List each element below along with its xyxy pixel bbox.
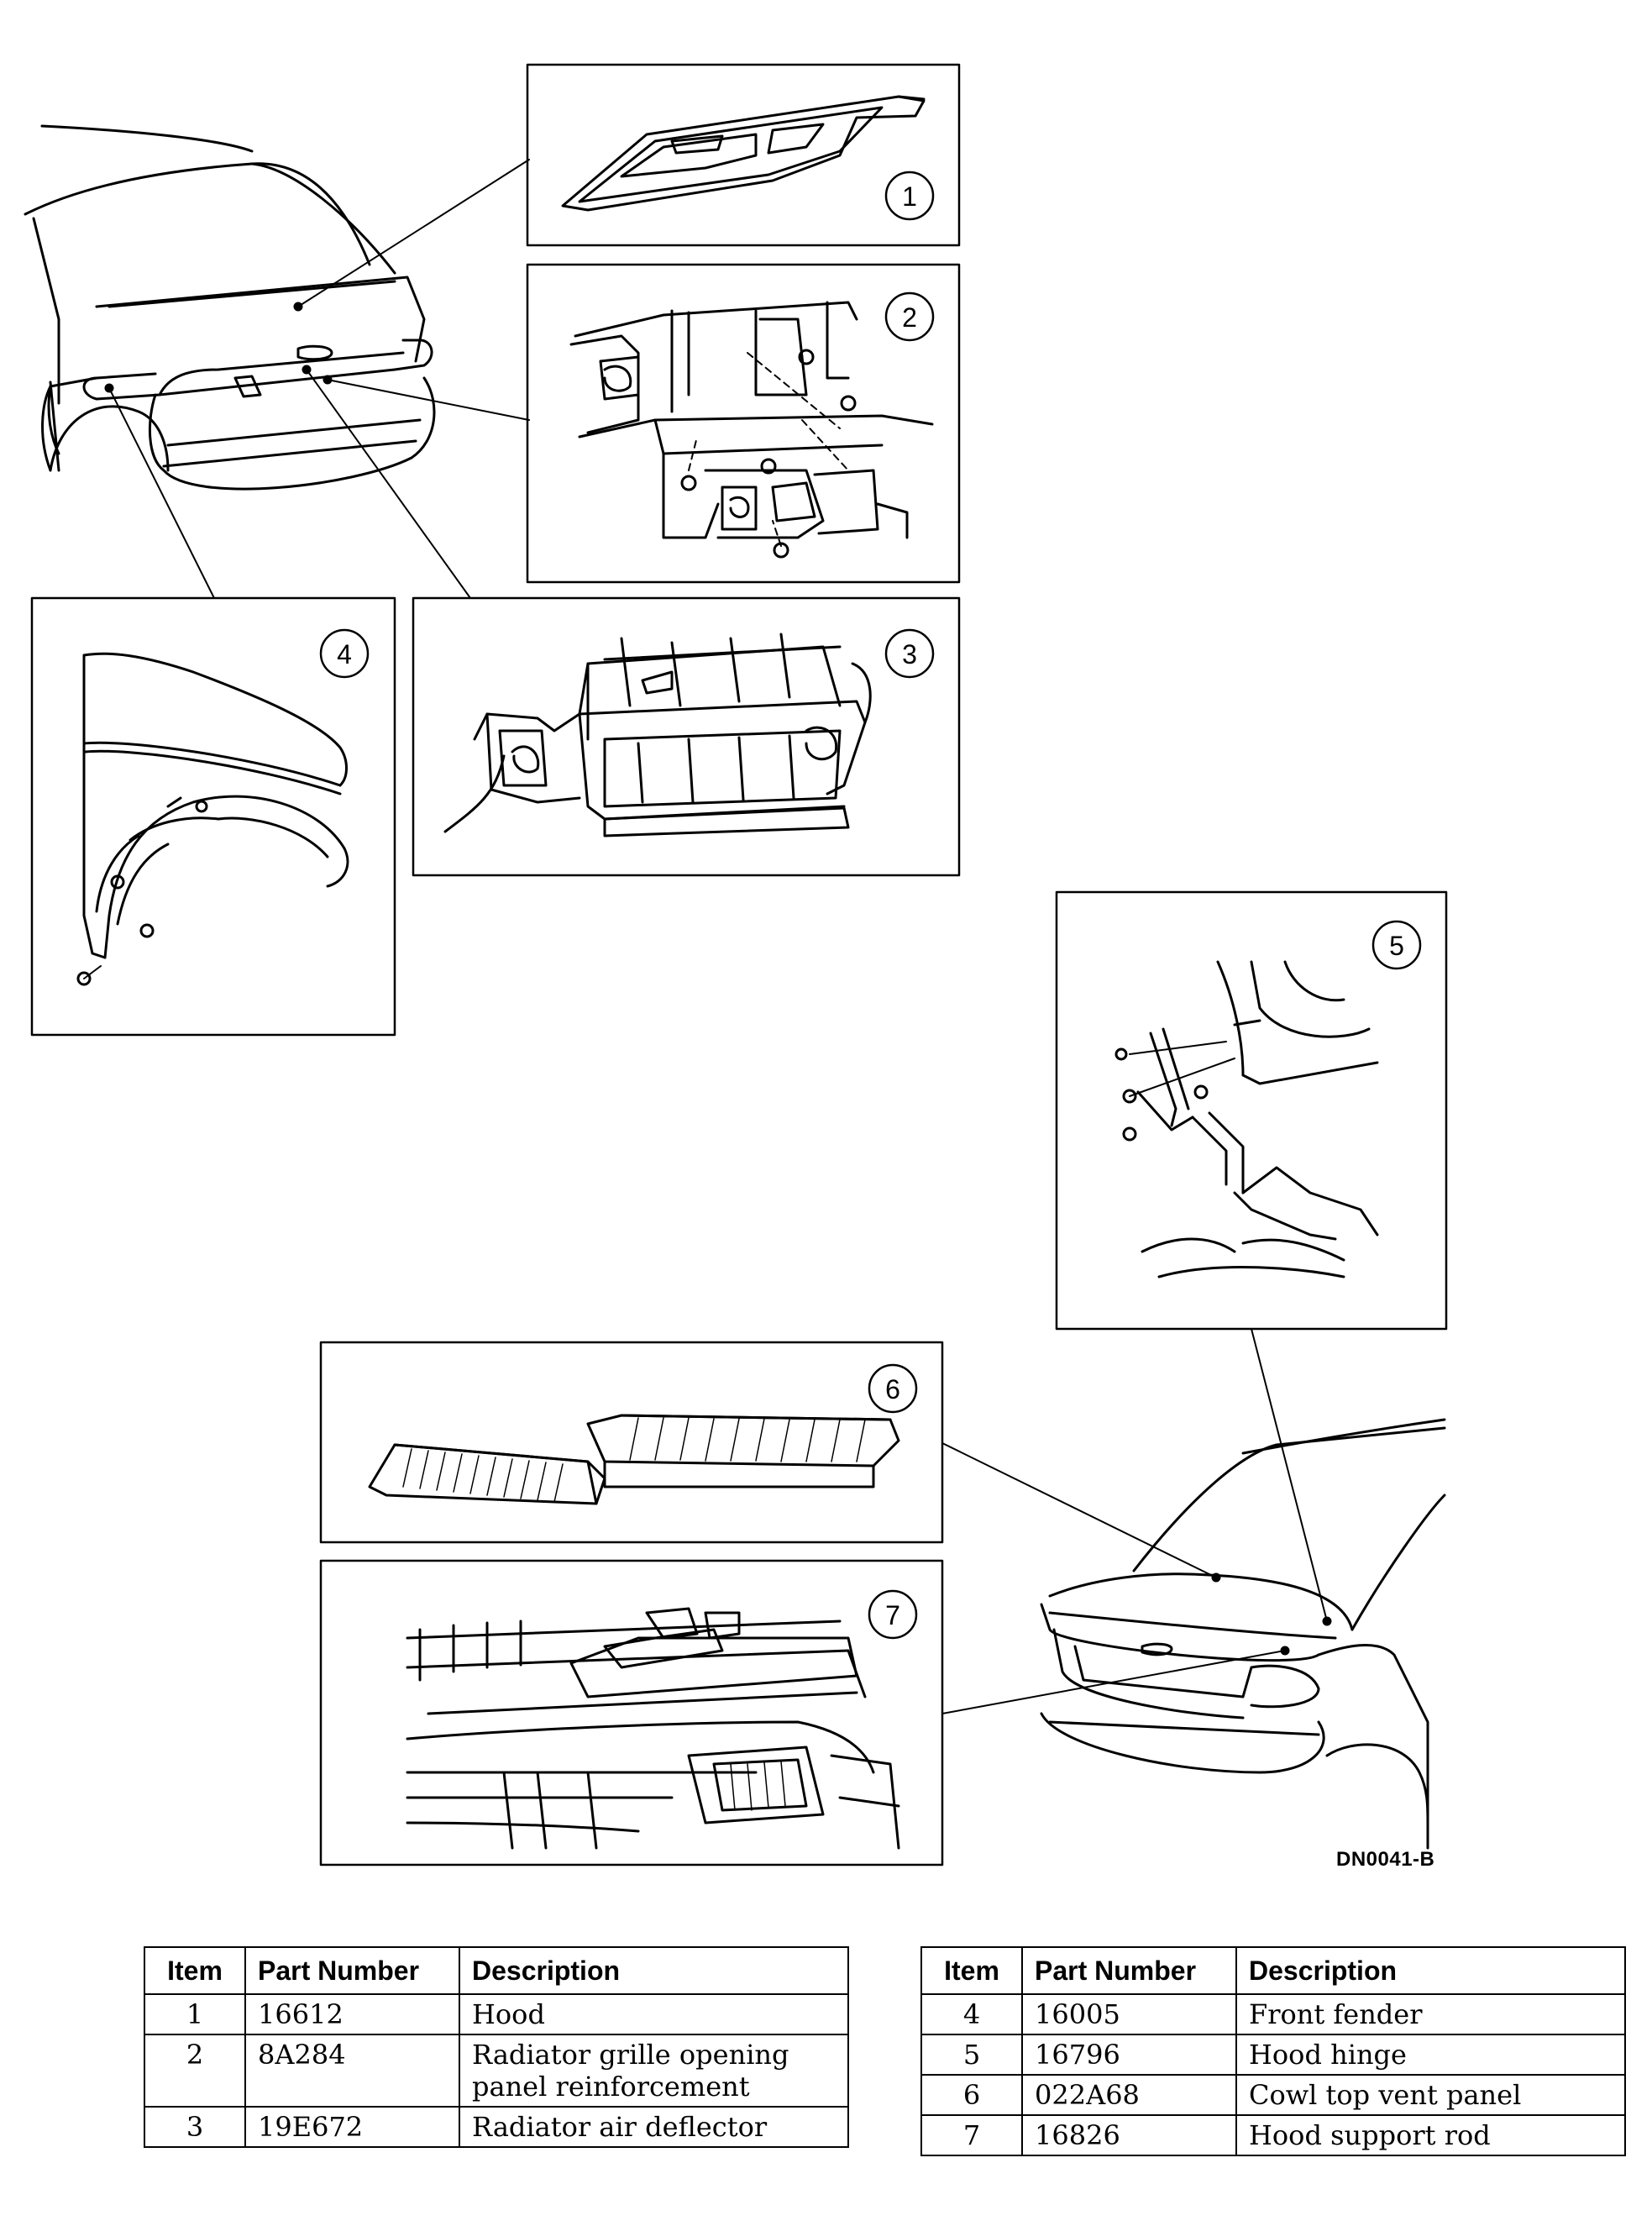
part-box-hood-support-rod — [319, 1559, 944, 1866]
cell-item: 1 — [144, 1993, 246, 2035]
cell-item: 6 — [920, 2074, 1023, 2116]
table-row: 7 16826 Hood support rod — [920, 2114, 1626, 2156]
leader-lines-bottom — [941, 1328, 1328, 1714]
header-part-number: Part Number — [1021, 1946, 1237, 1995]
cell-part-number: 19E672 — [244, 2106, 460, 2148]
leader-lines-top — [108, 159, 530, 599]
callout-label: 5 — [1389, 931, 1404, 961]
van-front-illustration-top — [24, 124, 436, 491]
cell-item: 7 — [920, 2114, 1023, 2156]
callout-label: 6 — [885, 1374, 900, 1404]
cell-part-number: 8A284 — [244, 2034, 460, 2108]
cell-description: Front fender — [1235, 1993, 1626, 2035]
cell-part-number: 16005 — [1021, 1993, 1237, 2035]
parts-table-left: Item Part Number Description 1 16612 Hoo… — [144, 1946, 849, 2148]
cell-part-number: 16612 — [244, 1993, 460, 2035]
cell-item: 3 — [144, 2106, 246, 2148]
cell-description: Radiator grille opening panel reinforcem… — [459, 2034, 849, 2108]
van-front-illustration-bottom — [1040, 1418, 1446, 1850]
header-description: Description — [1235, 1946, 1626, 1995]
cell-description: Hood — [459, 1993, 849, 2035]
diagram-code: DN0041-B — [1336, 1848, 1435, 1871]
table-row: 6 022A68 Cowl top vent panel — [920, 2074, 1626, 2116]
part-box-grille-reinforcement — [526, 263, 961, 584]
callout-label: 7 — [885, 1600, 900, 1630]
callout-circle — [868, 1589, 918, 1640]
header-item: Item — [144, 1946, 246, 1995]
table-header-row: Item Part Number Description — [144, 1946, 849, 1995]
header-description: Description — [459, 1946, 849, 1995]
cell-item: 5 — [920, 2034, 1023, 2076]
header-item: Item — [920, 1946, 1023, 1995]
cell-part-number: 022A68 — [1021, 2074, 1237, 2116]
cell-description: Hood support rod — [1235, 2114, 1626, 2156]
callout-circle — [868, 1363, 918, 1414]
cell-description: Cowl top vent panel — [1235, 2074, 1626, 2116]
callout-circle — [884, 291, 935, 342]
cell-item: 2 — [144, 2034, 246, 2108]
callout-circle — [884, 171, 935, 221]
callout-circle — [319, 628, 370, 679]
cell-description: Radiator air deflector — [459, 2106, 849, 2148]
part-box-cowl-vent — [319, 1341, 944, 1544]
part-box-hood-hinge — [1055, 890, 1448, 1331]
table-row: 3 19E672 Radiator air deflector — [144, 2106, 849, 2148]
cell-part-number: 16826 — [1021, 2114, 1237, 2156]
table-row: 4 16005 Front fender — [920, 1993, 1626, 2035]
table-row: 1 16612 Hood — [144, 1993, 849, 2035]
callout-label: 3 — [902, 639, 917, 669]
part-box-front-fender — [30, 596, 396, 1037]
parts-table-right: Item Part Number Description 4 16005 Fro… — [920, 1946, 1626, 2156]
callout-markers — [319, 171, 1422, 1640]
table-header-row: Item Part Number Description — [920, 1946, 1626, 1995]
callout-label: 2 — [902, 302, 917, 333]
callout-circle — [1371, 920, 1422, 970]
part-box-air-deflector — [412, 596, 961, 877]
callout-label: 4 — [337, 639, 352, 669]
callout-circle — [884, 628, 935, 679]
cell-part-number: 16796 — [1021, 2034, 1237, 2076]
cell-description: Hood hinge — [1235, 2034, 1626, 2076]
part-box-hood — [526, 63, 961, 247]
table-row: 2 8A284 Radiator grille opening panel re… — [144, 2034, 849, 2108]
callout-label: 1 — [902, 181, 917, 212]
exploded-parts-diagram: 1 2 3 4 5 6 7 — [24, 63, 1448, 1866]
header-part-number: Part Number — [244, 1946, 460, 1995]
table-row: 5 16796 Hood hinge — [920, 2034, 1626, 2076]
cell-item: 4 — [920, 1993, 1023, 2035]
